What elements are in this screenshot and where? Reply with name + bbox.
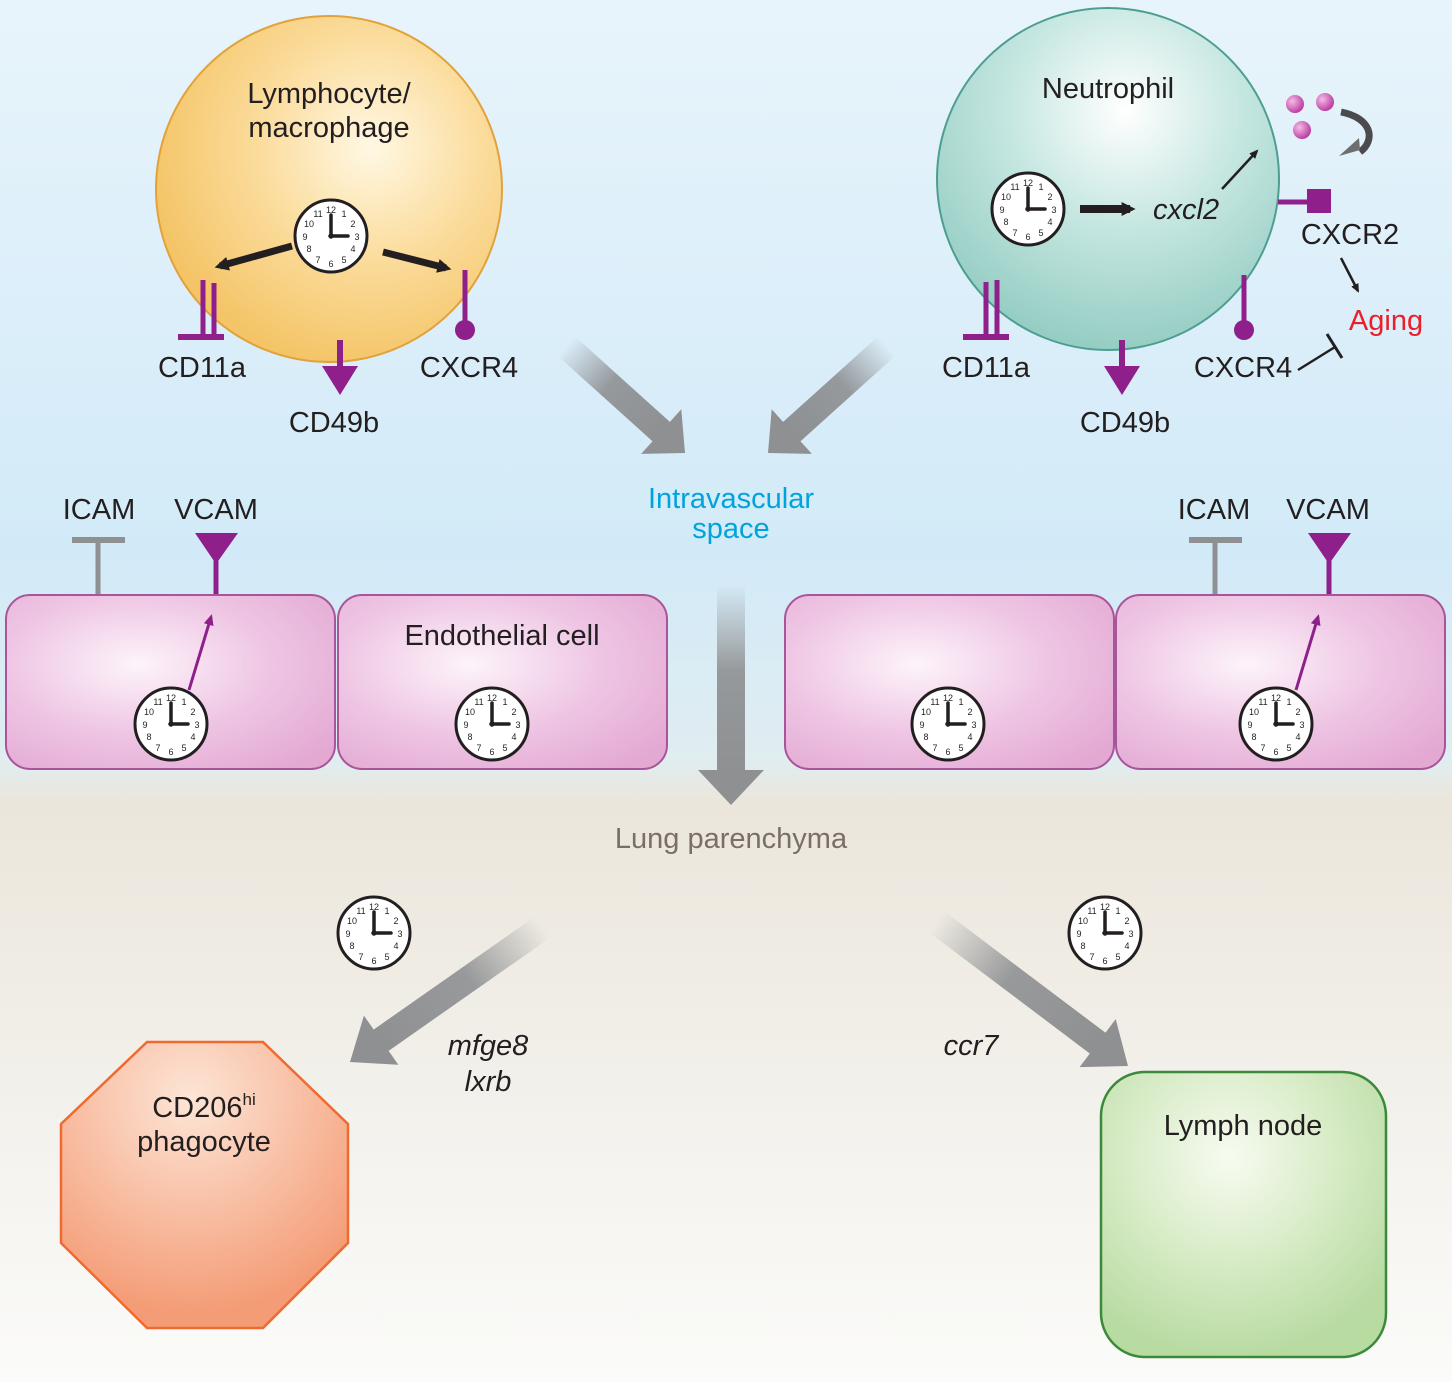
left-cd49b-receptor bbox=[322, 340, 358, 395]
right-icam-label: ICAM bbox=[1178, 494, 1251, 526]
clock-icon bbox=[990, 171, 1066, 247]
left-cxcr4-receptor bbox=[455, 270, 475, 340]
clock-icon bbox=[293, 198, 369, 274]
clock-to-vcam-arrow-right bbox=[1294, 614, 1321, 691]
gray-arrow-down bbox=[698, 585, 764, 805]
right-icam-molecule bbox=[1189, 537, 1242, 595]
intravascular-label-line1: Intravascular bbox=[648, 483, 814, 515]
clock-icon bbox=[910, 686, 986, 762]
right-vcam-molecule bbox=[1308, 533, 1351, 595]
right-cd11a-receptor bbox=[963, 280, 1009, 340]
endothelial-cell-label: Endothelial cell bbox=[404, 620, 599, 652]
cxcr2-label: CXCR2 bbox=[1301, 219, 1399, 251]
aging-label: Aging bbox=[1349, 305, 1423, 337]
right-cxcr4-label: CXCR4 bbox=[1194, 352, 1292, 384]
arrow-to-chemokine bbox=[1221, 149, 1259, 190]
clock-to-vcam-arrow-left bbox=[187, 614, 214, 691]
arrow-right bbox=[382, 248, 452, 273]
cxcr2-to-aging-arrow bbox=[1339, 257, 1360, 293]
phagocyte-cell bbox=[59, 1040, 350, 1330]
right-cxcr4-receptor bbox=[1234, 275, 1254, 340]
left-icam-molecule bbox=[72, 537, 125, 595]
right-vcam-label: VCAM bbox=[1286, 494, 1370, 526]
mfge8-label: mfge8 bbox=[448, 1030, 529, 1062]
left-cd49b-label: CD49b bbox=[289, 407, 379, 439]
clock-icon bbox=[454, 686, 530, 762]
left-icam-label: ICAM bbox=[63, 494, 136, 526]
left-cd11a-receptor bbox=[178, 280, 224, 340]
neutrophil-title: Neutrophil bbox=[1042, 73, 1174, 105]
intravascular-label-line2: space bbox=[692, 513, 769, 545]
cxcr2-receptor bbox=[1278, 189, 1331, 213]
endothelial-cell-4 bbox=[1115, 594, 1446, 770]
left-cxcr4-label: CXCR4 bbox=[420, 352, 518, 384]
lung-parenchyma-label: Lung parenchyma bbox=[615, 823, 848, 855]
clock-icon bbox=[133, 686, 209, 762]
gray-arrow-left-diagonal bbox=[557, 336, 685, 454]
endothelial-cell-1 bbox=[5, 594, 336, 770]
gray-arrow-to-lymph-node bbox=[928, 911, 1128, 1068]
left-cd11a-label: CD11a bbox=[158, 352, 247, 384]
ccr7-label: ccr7 bbox=[944, 1030, 1001, 1062]
lymph-node-label: Lymph node bbox=[1164, 1110, 1323, 1142]
chemokine-dots bbox=[1286, 93, 1334, 139]
cxcr4-inhibits-aging bbox=[1297, 333, 1344, 372]
right-cd49b-label: CD49b bbox=[1080, 407, 1170, 439]
cxcl2-label: cxcl2 bbox=[1153, 194, 1219, 226]
clock-icon bbox=[1067, 895, 1143, 971]
endothelial-cell-2 bbox=[337, 594, 668, 770]
gray-arrow-right-diagonal bbox=[768, 336, 896, 454]
arrow-left bbox=[214, 242, 293, 271]
lymph-node bbox=[1099, 1070, 1388, 1359]
phagocyte-label-line1: CD206hi bbox=[152, 1090, 256, 1124]
lymphocyte-cell: Lymphocyte/ macrophage bbox=[155, 15, 503, 363]
neutrophil-cell: Neutrophil cxcl2 bbox=[936, 7, 1280, 351]
endothelial-cell-3 bbox=[784, 594, 1115, 770]
clock-icon bbox=[1238, 686, 1314, 762]
clock-icon bbox=[336, 895, 412, 971]
curved-feedback-arrow bbox=[1339, 108, 1373, 156]
lymphocyte-title-line2: macrophage bbox=[248, 112, 409, 144]
gray-arrow-to-phagocyte bbox=[350, 916, 550, 1065]
lxrb-label: lxrb bbox=[465, 1066, 512, 1098]
phagocyte-label-line2: phagocyte bbox=[137, 1126, 271, 1158]
right-cd49b-receptor bbox=[1104, 340, 1140, 395]
right-cd11a-label: CD11a bbox=[942, 352, 1031, 384]
left-vcam-molecule bbox=[195, 533, 238, 595]
left-vcam-label: VCAM bbox=[174, 494, 258, 526]
lymphocyte-title-line1: Lymphocyte/ bbox=[247, 78, 411, 110]
